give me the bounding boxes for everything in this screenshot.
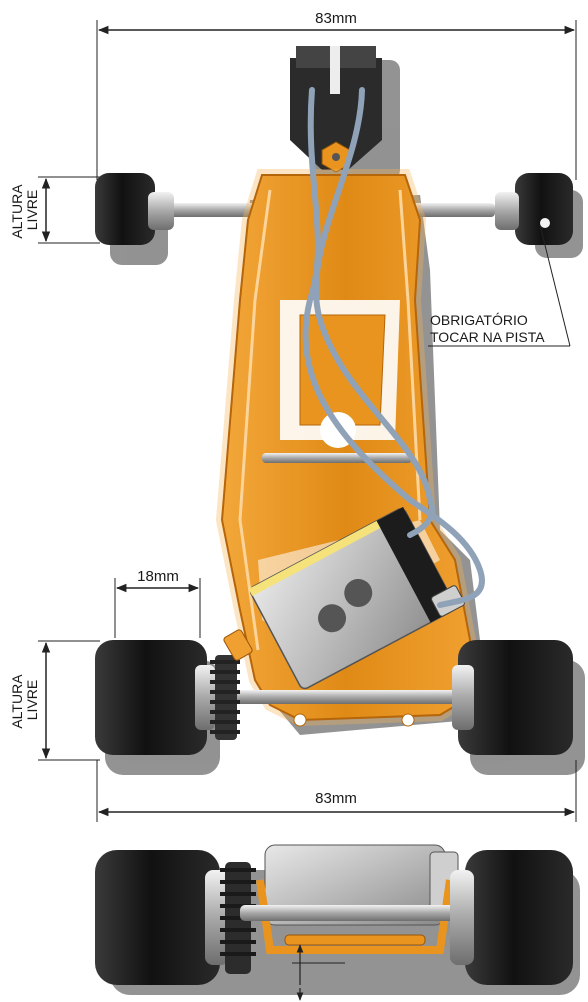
motor [248,506,458,690]
pickup-wires [302,87,485,608]
front-width-dimension: 83mm [96,10,577,180]
rear-width-label: 83mm [315,790,357,807]
rear-tire-width-dimension: 18mm [114,568,201,638]
rear-view [95,844,573,1001]
front-tire-note-line2: TOCAR NA PISTA [430,329,545,345]
svg-text:OBRIGATÓRIO TOCAR NA PIS: OBRIGATÓRIO TOCAR NA PISTA [430,312,545,345]
spur-gear [210,629,253,740]
front-tire-note-line1: OBRIGATÓRIO [430,312,528,328]
svg-text:ALTURA LIVRE: ALTURA LIVRE [9,671,40,728]
rear-view-left-tire [95,850,220,985]
front-clearance-line1: ALTURA [9,184,25,239]
rear-view-right-tire [465,850,573,985]
rear-clearance-line2: LIVRE [24,680,40,720]
front-width-label: 83mm [315,10,357,27]
rear-left-wheel [95,640,215,755]
front-left-wheel [95,173,174,245]
rear-view-axle [240,905,470,921]
front-clearance-line2: LIVRE [24,190,40,230]
rear-tire-width-label: 18mm [137,568,179,585]
rear-axle [210,690,470,704]
rear-clearance-dimension: ALTURA LIVRE [9,640,100,761]
rear-clearance-line1: ALTURA [9,674,25,729]
front-clearance-dimension: ALTURA LIVRE [9,176,100,244]
rear-right-wheel [452,640,573,755]
svg-text:ALTURA LIVRE: ALTURA LIVRE [9,181,40,238]
rear-width-dimension: 83mm [96,760,577,822]
front-tire-note: OBRIGATÓRIO TOCAR NA PISTA [428,224,571,347]
front-right-wheel [495,173,573,245]
